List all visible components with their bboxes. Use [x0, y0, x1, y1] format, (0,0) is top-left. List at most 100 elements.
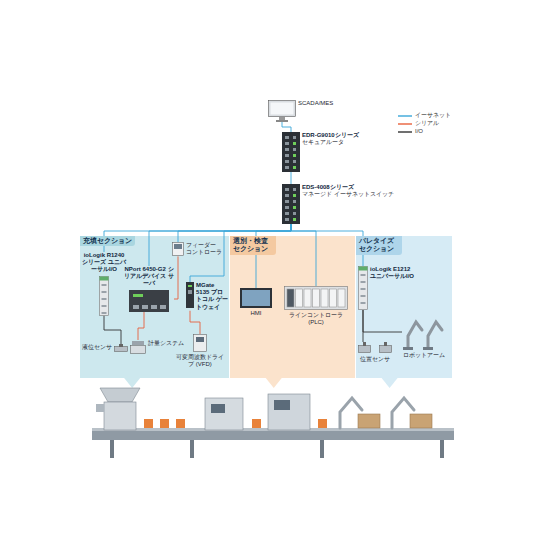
belt: [92, 430, 454, 440]
io-module: ioLogik R1240 シリーズ ユニバーサルI/O: [82, 252, 126, 316]
device-label: 可変周波数ドライブ (VFD): [176, 354, 224, 368]
sensor-cable: [363, 342, 366, 346]
device-label: ロボットアーム: [403, 352, 445, 359]
device-label: ラインコントローラ (PLC): [282, 312, 350, 326]
label-block: EDR-G9010シリーズセキュアルータ: [302, 132, 359, 146]
machine-body: [205, 398, 243, 430]
hmi-icon: [240, 288, 272, 308]
device-label: 計量システム: [148, 340, 184, 347]
device-label: SCADA/MES: [298, 100, 333, 107]
ethernet-link: [291, 224, 316, 286]
io-module: ioLogik E1212 ユニバーサルI/O: [358, 266, 416, 310]
monitor-base: [276, 120, 288, 122]
port: [188, 290, 192, 294]
label-block: フィーダー コントローラ: [186, 242, 222, 256]
ethernet-switch: EDS-4008シリーズマネージド イーサネットスイッチ: [282, 184, 394, 224]
scale-body: [131, 346, 146, 354]
label-block: 計量システム: [148, 340, 184, 347]
nport-body: [129, 290, 169, 312]
scale-icon: [130, 340, 146, 354]
product: [160, 419, 169, 428]
ethernet-link: [149, 224, 291, 266]
label-block: ラインコントローラ (PLC): [282, 312, 350, 326]
plc-module: [338, 289, 345, 307]
label-block: 液位センサ: [82, 344, 112, 351]
legend-swatch: [398, 129, 412, 135]
port: [293, 218, 296, 221]
legend-text: シリアル: [415, 120, 439, 127]
io-terminal: [102, 298, 107, 300]
section-tab: 充填セクション: [80, 236, 135, 246]
io-icon: [99, 276, 109, 316]
io-terminal: [102, 305, 107, 307]
monitor-frame: [269, 101, 296, 117]
sensor-body: [115, 347, 128, 352]
leg: [110, 440, 114, 458]
controller-screen: [174, 244, 182, 249]
plc-module: [321, 289, 328, 307]
section-tab: パレタイズ セクション: [356, 236, 402, 255]
protocol-gateway: MGate 5135 プロトコル ゲートウェイ: [186, 282, 228, 311]
legend-row: シリアル: [398, 120, 451, 128]
port: [293, 200, 296, 203]
leg: [440, 440, 444, 458]
band-fill: [230, 236, 355, 378]
vfd-drive: 可変周波数ドライブ (VFD): [176, 334, 224, 368]
section-heading: 充填セクション: [83, 237, 132, 245]
filler-part: [96, 404, 104, 412]
io-band: [359, 267, 368, 271]
gateway-body: [186, 282, 194, 308]
monitor-screen: [271, 103, 294, 115]
controller-body: [173, 243, 184, 256]
label-block: ioLogik E1212 ユニバーサルI/O: [370, 266, 416, 280]
robot-arm-link: [408, 322, 422, 348]
io-terminal: [361, 288, 366, 290]
mgate-icon: [186, 282, 194, 308]
device-label: 位置センサ: [360, 356, 390, 363]
io-wire: [363, 310, 402, 332]
product: [252, 419, 261, 428]
serial-link: [138, 312, 144, 340]
legend-swatch: [398, 113, 412, 119]
inspection-machine: [205, 394, 310, 430]
device-label: フィーダー コントローラ: [186, 242, 222, 256]
plc-icon: [284, 286, 348, 310]
label-block: ioLogik R1240 シリーズ ユニバーサルI/O: [82, 252, 126, 274]
robot-arms: [408, 322, 442, 348]
section-band: 選別・検査 セクションHMIラインコントローラ (PLC): [230, 236, 355, 378]
device-label: EDR-G9010シリーズ: [302, 132, 359, 139]
plc-module: [330, 289, 337, 307]
port: [293, 206, 296, 209]
port: [293, 212, 296, 215]
label-block: MGate 5135 プロトコル ゲートウェイ: [196, 282, 228, 311]
robot-base: [423, 347, 433, 350]
label-block: 可変周波数ドライブ (VFD): [176, 354, 224, 368]
port: [293, 166, 296, 169]
io-terminal: [102, 284, 107, 286]
position-sensor: 位置センサ: [358, 342, 392, 363]
robot-icon: [402, 316, 446, 350]
carton: [410, 414, 432, 428]
device-body: [282, 132, 300, 172]
device-body: [282, 184, 300, 224]
port: [293, 194, 296, 197]
io-terminal: [361, 281, 366, 283]
serial-port: [133, 305, 139, 309]
io-wire: [104, 316, 121, 344]
sensor-icon: [114, 344, 128, 354]
device-label: NPort 6450-G2 シリアルデバイス サーバ: [124, 266, 174, 288]
ctrl-icon: [172, 242, 184, 256]
io-terminal: [361, 274, 366, 276]
io-terminal: [361, 302, 366, 304]
vfd-body: [194, 335, 207, 352]
led: [188, 285, 192, 287]
bubble-pointer: [266, 378, 282, 388]
leg: [190, 440, 194, 458]
legend-text: I/O: [415, 128, 423, 135]
bubble-pointer: [382, 378, 398, 388]
machine-body: [268, 394, 310, 430]
machine-screen: [211, 404, 225, 413]
sensors2-icon: [358, 342, 392, 354]
io-body: [359, 267, 368, 310]
